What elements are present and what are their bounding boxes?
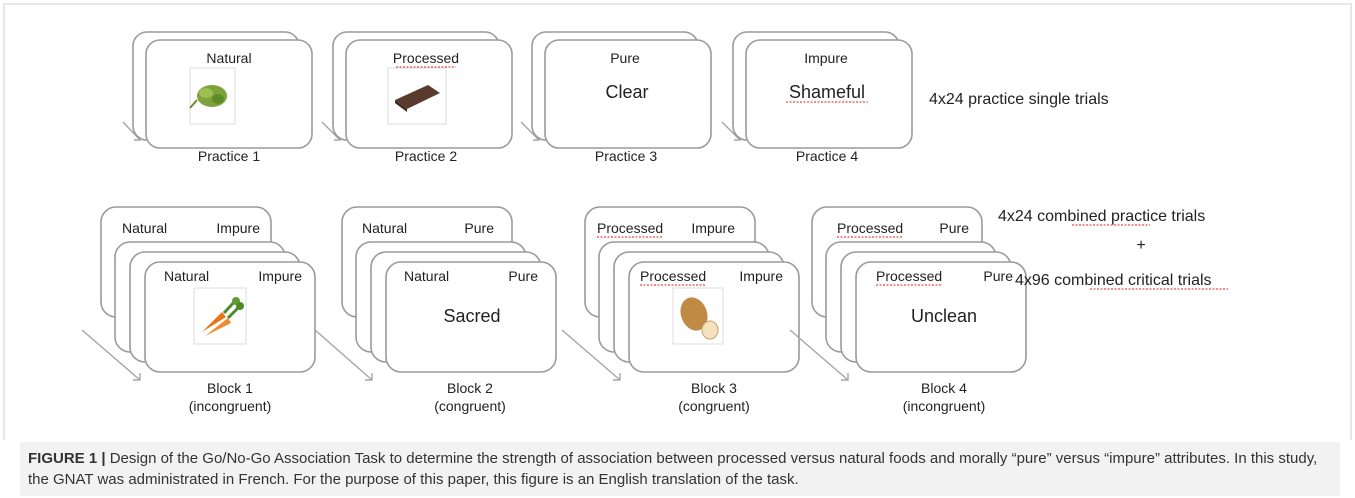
card-front bbox=[544, 39, 712, 149]
arrowhead-icon bbox=[133, 373, 141, 381]
figure-caption-label: FIGURE 1 | bbox=[28, 450, 106, 467]
block-right-label: Pure bbox=[939, 220, 969, 236]
practice-card-4: Impure Shameful Practice 4 bbox=[721, 31, 913, 164]
arrow-icon bbox=[321, 121, 341, 141]
block-left-label: Natural bbox=[404, 268, 449, 284]
block-right-label: Pure bbox=[464, 220, 494, 236]
practice-note: 4x24 practice single trials bbox=[929, 91, 1109, 108]
arrow-icon bbox=[314, 329, 373, 381]
chocolate-bar-icon bbox=[395, 85, 440, 112]
block-right-label: Impure bbox=[258, 268, 302, 284]
block-note-line1: 4x24 combined practice trials bbox=[998, 208, 1205, 225]
gnat-diagram: Natural Practice 1 Processed Practice 2 … bbox=[3, 3, 1352, 495]
practice-card-1: Natural Practice 1 bbox=[122, 31, 313, 164]
practice-caption: Practice 2 bbox=[395, 148, 457, 164]
block-condition: (congruent) bbox=[434, 398, 506, 414]
practice-category: Pure bbox=[610, 50, 640, 66]
stimulus-word: Sacred bbox=[443, 306, 500, 326]
block-card-1: Natural Impure Natural Impure Block 1 (i… bbox=[81, 206, 316, 414]
practice-category: Processed bbox=[393, 50, 459, 66]
block-condition: (incongruent) bbox=[189, 398, 272, 414]
practice-caption: Practice 3 bbox=[595, 148, 657, 164]
arrow-icon bbox=[789, 329, 849, 381]
card-front bbox=[385, 261, 557, 373]
arrow-icon bbox=[721, 121, 741, 141]
stimulus-word: Clear bbox=[605, 82, 648, 102]
card-front bbox=[745, 39, 913, 149]
block-right-label: Pure bbox=[983, 268, 1013, 284]
figure-caption: FIGURE 1 | Design of the Go/No-Go Associ… bbox=[20, 442, 1340, 496]
block-caption: Block 3 bbox=[691, 380, 737, 396]
practice-category: Natural bbox=[206, 50, 251, 66]
arrowhead-icon bbox=[841, 373, 849, 381]
figure-caption-text: Design of the Go/No-Go Association Task … bbox=[28, 450, 1318, 488]
practice-caption: Practice 4 bbox=[796, 148, 858, 164]
arrow-icon bbox=[561, 329, 621, 381]
block-caption: Block 1 bbox=[207, 380, 253, 396]
practice-card-2: Processed Practice 2 bbox=[321, 31, 513, 164]
block-right-label: Pure bbox=[508, 268, 538, 284]
arrow-icon bbox=[81, 329, 141, 381]
card-front bbox=[855, 261, 1027, 373]
carrots-icon bbox=[202, 297, 244, 336]
block-right-label: Impure bbox=[216, 220, 260, 236]
block-left-label: Processed bbox=[837, 220, 903, 236]
block-card-4: Processed Pure Processed Pure Unclean Bl… bbox=[789, 206, 1027, 414]
block-left-label: Natural bbox=[164, 268, 209, 284]
block-left-label: Processed bbox=[640, 268, 706, 284]
block-caption: Block 4 bbox=[921, 380, 967, 396]
stimulus-word: Unclean bbox=[911, 306, 977, 326]
block-left-label: Natural bbox=[122, 220, 167, 236]
arrowhead-icon bbox=[365, 373, 373, 381]
block-right-label: Impure bbox=[691, 220, 735, 236]
arrowhead-icon bbox=[613, 373, 621, 381]
practice-card-3: Pure Clear Practice 3 bbox=[520, 31, 712, 164]
block-card-3: Processed Impure Processed Impure Block … bbox=[561, 206, 800, 414]
block-left-label: Processed bbox=[876, 268, 942, 284]
block-left-label: Processed bbox=[597, 220, 663, 236]
block-left-label: Natural bbox=[362, 220, 407, 236]
practice-category: Impure bbox=[804, 50, 848, 66]
block-condition: (incongruent) bbox=[903, 398, 986, 414]
block-note-plus: + bbox=[1136, 237, 1145, 254]
block-caption: Block 2 bbox=[447, 380, 493, 396]
arrow-icon bbox=[520, 121, 540, 141]
bread-icon bbox=[680, 297, 719, 340]
block-note-line2: 4x96 combined critical trials bbox=[1015, 272, 1212, 289]
block-condition: (congruent) bbox=[678, 398, 750, 414]
artichoke-icon bbox=[189, 85, 227, 109]
practice-caption: Practice 1 bbox=[198, 148, 260, 164]
block-right-label: Impure bbox=[739, 268, 783, 284]
block-card-2: Natural Pure Natural Pure Sacred Block 2… bbox=[314, 206, 557, 414]
stimulus-word: Shameful bbox=[789, 82, 865, 102]
